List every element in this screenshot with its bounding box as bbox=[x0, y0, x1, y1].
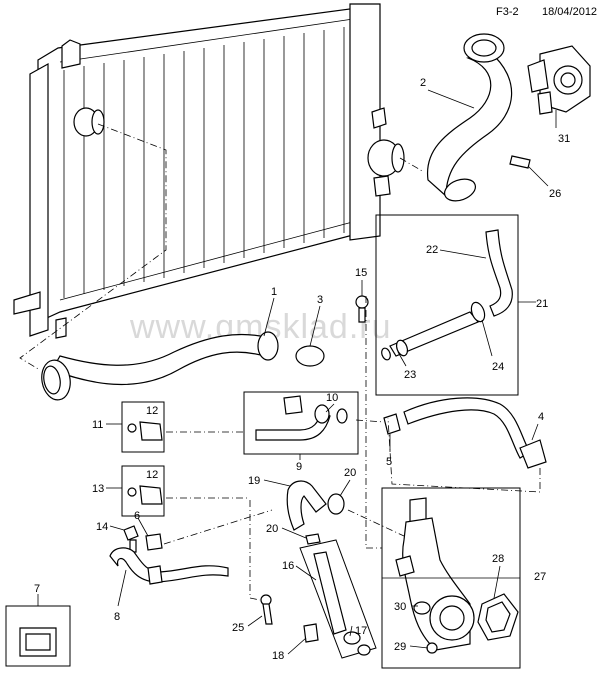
box-9 bbox=[243, 391, 359, 455]
upper-hose-2 bbox=[426, 33, 513, 202]
hose-4 bbox=[403, 397, 547, 469]
callout-12-upper: 12 bbox=[146, 405, 158, 417]
callout-11: 11 bbox=[92, 419, 103, 431]
callout-25: 25 bbox=[232, 622, 244, 634]
callout-7: 7 bbox=[34, 583, 40, 595]
callout-19: 19 bbox=[248, 475, 260, 487]
thermostat-housing-31 bbox=[527, 45, 591, 115]
callout-18: 18 bbox=[272, 650, 284, 662]
page-code: F3-2 bbox=[496, 6, 519, 18]
callout-14: 14 bbox=[96, 521, 108, 533]
callout-9: 9 bbox=[296, 461, 302, 473]
callout-29: 29 bbox=[394, 641, 406, 653]
bolt-15 bbox=[355, 295, 369, 323]
callout-21: 21 bbox=[536, 298, 548, 310]
clamp-3 bbox=[295, 345, 325, 367]
bolt-29 bbox=[426, 642, 438, 654]
callout-5: 5 bbox=[386, 456, 392, 468]
radiator-drawing bbox=[13, 3, 405, 339]
box-16 bbox=[299, 539, 377, 659]
callout-15: 15 bbox=[355, 267, 367, 279]
callout-28: 28 bbox=[492, 553, 504, 565]
callout-31: 31 bbox=[558, 133, 570, 145]
callout-4: 4 bbox=[538, 411, 544, 423]
fitting-13 bbox=[127, 485, 163, 505]
page-date: 18/04/2012 bbox=[542, 6, 598, 18]
callout-labels: 1 2 3 4 5 6 7 8 9 10 11 12 12 13 14 15 1… bbox=[34, 77, 570, 662]
leader-lines bbox=[37, 89, 557, 655]
bolt-14 bbox=[123, 525, 139, 553]
clip-7 bbox=[19, 627, 57, 657]
callout-8: 8 bbox=[114, 611, 120, 623]
connector-6 bbox=[145, 533, 163, 551]
thermostat-housing-27 bbox=[395, 497, 475, 651]
box-21 bbox=[375, 214, 519, 396]
hose-8 bbox=[109, 547, 229, 585]
bolt-25 bbox=[260, 594, 273, 625]
callout-6: 6 bbox=[134, 510, 140, 522]
clip-18 bbox=[303, 623, 319, 643]
fitting-11 bbox=[127, 421, 163, 441]
callout-30: 30 bbox=[394, 601, 406, 613]
pipe-9 bbox=[255, 395, 348, 441]
callout-20-lower: 20 bbox=[266, 523, 278, 535]
callout-10: 10 bbox=[326, 392, 338, 404]
callout-16: 16 bbox=[282, 560, 294, 572]
gasket-28 bbox=[477, 593, 519, 641]
callout-13: 13 bbox=[92, 483, 104, 495]
callout-17: 17 bbox=[355, 625, 367, 637]
clip-26 bbox=[509, 155, 531, 169]
box-12-lower bbox=[121, 465, 165, 517]
callout-27: 27 bbox=[534, 571, 546, 583]
pipe-22 bbox=[381, 229, 513, 361]
lower-hose-1 bbox=[41, 331, 279, 401]
clip-20b bbox=[305, 533, 321, 545]
connection-lines bbox=[19, 123, 541, 601]
callout-22: 22 bbox=[426, 244, 438, 256]
clamp-5 bbox=[383, 413, 401, 435]
callout-24: 24 bbox=[492, 361, 504, 373]
callout-20-upper: 20 bbox=[344, 467, 356, 479]
callout-26: 26 bbox=[549, 188, 561, 200]
pipe-19 bbox=[286, 480, 345, 531]
callout-2: 2 bbox=[420, 77, 426, 89]
callout-23: 23 bbox=[404, 369, 416, 381]
callout-1: 1 bbox=[271, 286, 277, 298]
box-12-upper bbox=[121, 401, 165, 453]
callout-3: 3 bbox=[317, 294, 323, 306]
callout-12-lower: 12 bbox=[146, 469, 158, 481]
